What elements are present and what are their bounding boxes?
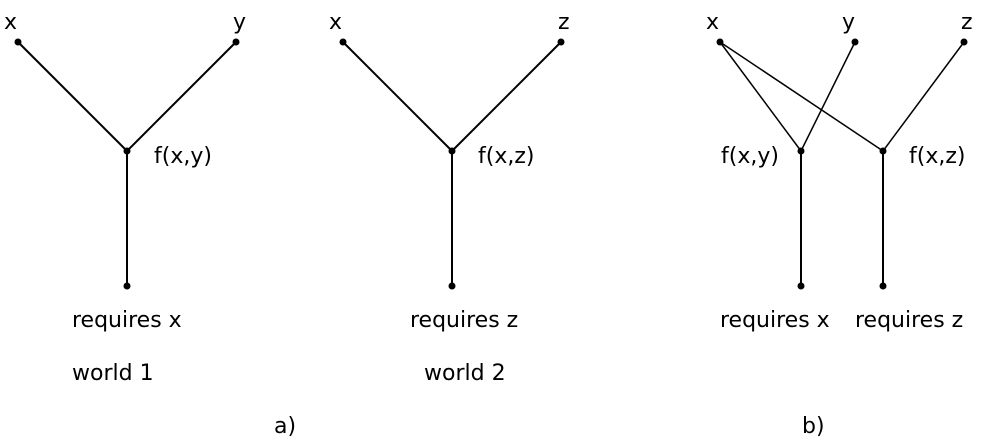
node-output-right bbox=[879, 282, 887, 290]
label-function: f(x,z) bbox=[478, 144, 534, 169]
label-x: x bbox=[706, 10, 719, 35]
label-output-right: requires z bbox=[855, 308, 963, 333]
node-z bbox=[557, 38, 565, 46]
node-x bbox=[716, 38, 724, 46]
node-fxy bbox=[123, 147, 131, 155]
world-caption: world 2 bbox=[424, 361, 506, 386]
node-output bbox=[448, 282, 456, 290]
edge-z-to-fxz bbox=[451, 41, 562, 152]
label-x: x bbox=[329, 10, 342, 35]
label-function: f(x,y) bbox=[154, 144, 212, 169]
node-output bbox=[123, 282, 131, 290]
label-y: y bbox=[842, 10, 855, 35]
node-x bbox=[14, 38, 22, 46]
label-x: x bbox=[4, 10, 17, 35]
label-output-left: requires x bbox=[720, 308, 830, 333]
edge-y-to-fxy bbox=[800, 41, 856, 152]
node-y bbox=[232, 38, 240, 46]
label-output: requires z bbox=[410, 308, 518, 333]
edge-x-to-fxy bbox=[719, 41, 802, 152]
edge-x-to-fxy bbox=[17, 41, 128, 152]
world-caption: world 1 bbox=[72, 361, 154, 386]
node-y bbox=[851, 38, 859, 46]
edge-z-to-fxz bbox=[882, 41, 965, 152]
world-2-graph: x z f(x,z) requires z world 2 bbox=[329, 10, 570, 386]
world-1-graph: x y f(x,y) requires x world 1 bbox=[4, 10, 246, 386]
panel-b-label: b) bbox=[802, 414, 825, 439]
edge-x-to-fxz bbox=[719, 41, 884, 152]
label-function-right: f(x,z) bbox=[909, 144, 965, 169]
label-output: requires x bbox=[72, 308, 182, 333]
label-z: z bbox=[961, 10, 973, 35]
edge-x-to-fxz bbox=[342, 41, 453, 152]
label-y: y bbox=[233, 10, 246, 35]
node-output-left bbox=[797, 282, 805, 290]
node-fxz bbox=[448, 147, 456, 155]
label-z: z bbox=[558, 10, 570, 35]
label-function-left: f(x,y) bbox=[721, 144, 779, 169]
edge-y-to-fxy bbox=[126, 41, 237, 152]
merged-graph: x y z f(x,y) f(x,z) requires x requires … bbox=[706, 10, 973, 333]
node-fxz bbox=[879, 147, 887, 155]
node-x bbox=[339, 38, 347, 46]
panel-a-label: a) bbox=[274, 414, 296, 439]
node-z bbox=[960, 38, 968, 46]
node-fxy bbox=[797, 147, 805, 155]
